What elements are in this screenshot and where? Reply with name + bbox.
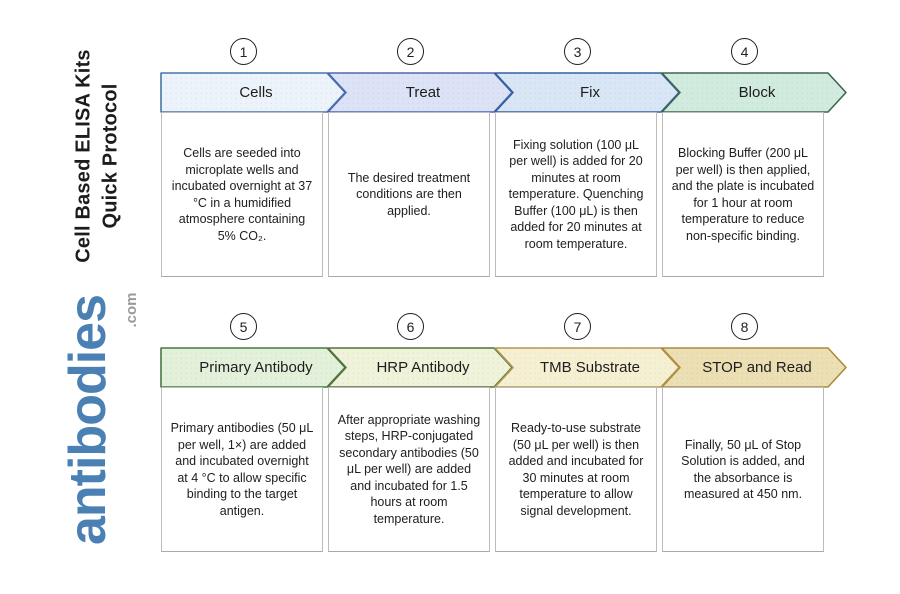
step-number-badge: 4 xyxy=(731,38,758,65)
page-title: Cell Based ELISA Kits Quick Protocol xyxy=(71,39,125,274)
step-number-badge: 6 xyxy=(397,313,424,340)
step-label: Fix xyxy=(580,84,600,101)
step-number-badge: 5 xyxy=(230,313,257,340)
protocol-row-2: 5 Primary Antibody Primary antibodies (5… xyxy=(160,313,860,555)
step-description: Cells are seeded into microplate wells a… xyxy=(171,146,313,243)
step-number-badge: 1 xyxy=(230,38,257,65)
step-number-badge: 2 xyxy=(397,38,424,65)
page-title-line2: Quick Protocol xyxy=(99,83,122,229)
step-arrow-shape xyxy=(160,347,346,388)
protocol-step: 4 Block Blocking Buffer (200 μL per well… xyxy=(661,38,847,280)
step-description: After appropriate washing steps, HRP-con… xyxy=(337,412,481,526)
step-label: Block xyxy=(738,84,776,101)
protocol-step: 5 Primary Antibody Primary antibodies (5… xyxy=(160,313,346,555)
step-label: HRP Antibody xyxy=(376,359,470,376)
step-description-box: Blocking Buffer (200 μL per well) is the… xyxy=(662,112,824,277)
step-number-badge: 7 xyxy=(564,313,591,340)
step-arrow-shape xyxy=(494,347,680,388)
step-arrow-shape xyxy=(661,72,847,113)
step-number-badge: 8 xyxy=(731,313,758,340)
step-number: 6 xyxy=(406,318,415,335)
step-description-box: Fixing solution (100 μL per well) is add… xyxy=(495,112,657,277)
step-description-box: Cells are seeded into microplate wells a… xyxy=(161,112,323,277)
step-description-box: Ready-to-use substrate (50 μL per well) … xyxy=(495,387,657,552)
protocol-row-1: 1 Cells Cells are seeded into microplate… xyxy=(160,38,860,280)
step-number-badge: 3 xyxy=(564,38,591,65)
brand-logo: antibodies xyxy=(59,294,117,546)
step-description: Finally, 50 μL of Stop Solution is added… xyxy=(681,437,805,502)
protocol-step: 8 STOP and Read Finally, 50 μL of Stop S… xyxy=(661,313,847,555)
step-number: 3 xyxy=(573,43,582,60)
step-description-box: Primary antibodies (50 μL per well, 1×) … xyxy=(161,387,323,552)
step-arrow-shape xyxy=(494,72,680,113)
step-arrow-shape xyxy=(160,72,346,113)
step-label: Primary Antibody xyxy=(199,359,313,376)
step-description: The desired treatment conditions are the… xyxy=(347,170,471,218)
step-number: 5 xyxy=(239,318,248,335)
step-number: 4 xyxy=(740,43,749,60)
step-label: Cells xyxy=(239,84,273,101)
step-arrow-shape xyxy=(327,347,513,388)
step-number: 1 xyxy=(239,43,248,60)
page-title-line1: Cell Based ELISA Kits xyxy=(72,49,95,263)
step-label: Treat xyxy=(405,84,441,101)
protocol-step: 3 Fix Fixing solution (100 μL per well) … xyxy=(494,38,680,280)
step-description: Fixing solution (100 μL per well) is add… xyxy=(508,137,644,251)
step-label: STOP and Read xyxy=(702,359,812,376)
step-description-box: The desired treatment conditions are the… xyxy=(328,112,490,277)
protocol-step: 7 TMB Substrate Ready-to-use substrate (… xyxy=(494,313,680,555)
brand-tld: .com xyxy=(123,292,140,328)
step-arrow-shape xyxy=(327,72,513,113)
step-label: TMB Substrate xyxy=(539,359,641,376)
step-description: Blocking Buffer (200 μL per well) is the… xyxy=(671,146,815,243)
step-description: Primary antibodies (50 μL per well, 1×) … xyxy=(170,421,314,518)
step-description-box: Finally, 50 μL of Stop Solution is added… xyxy=(662,387,824,552)
step-description-box: After appropriate washing steps, HRP-con… xyxy=(328,387,490,552)
step-number: 8 xyxy=(740,318,749,335)
step-number: 7 xyxy=(573,318,582,335)
step-arrow-shape xyxy=(661,347,847,388)
protocol-step: 6 HRP Antibody After appropriate washing… xyxy=(327,313,513,555)
protocol-step: 1 Cells Cells are seeded into microplate… xyxy=(160,38,346,280)
step-description: Ready-to-use substrate (50 μL per well) … xyxy=(508,421,644,518)
step-number: 2 xyxy=(406,43,415,60)
protocol-step: 2 Treat The desired treatment conditions… xyxy=(327,38,513,280)
